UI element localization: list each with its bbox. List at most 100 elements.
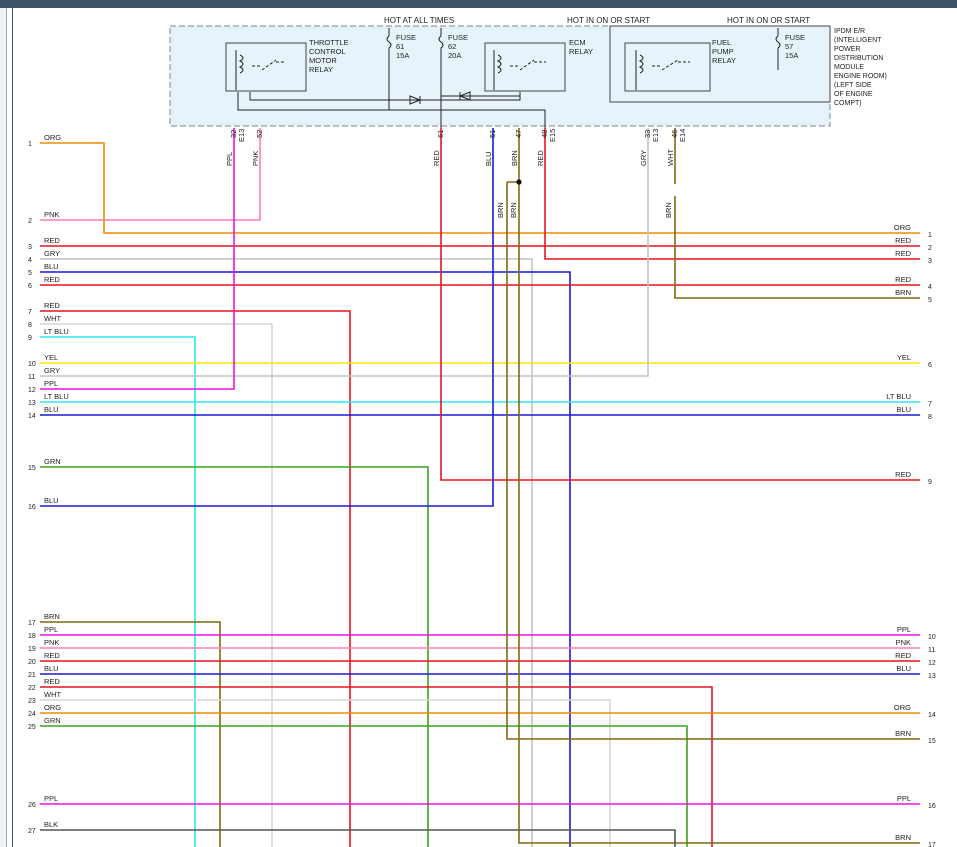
left-wire-color-label: BLU [44,496,59,505]
pin-connector-e14: E14 [678,129,687,142]
throttle-relay-label: THROTTLE [309,38,349,47]
fuel-relay-coil-icon [635,50,644,90]
fuse61-icon [386,28,392,110]
left-wire-number: 24 [28,711,36,718]
left-wire-number: 5 [28,270,32,277]
throttle-relay-label: RELAY [309,65,333,74]
wire-left-9-ltblu [40,336,196,847]
left-wire-color-label: PPL [44,794,58,803]
left-wire-number: 22 [28,685,36,692]
right-wire-number: 2 [928,245,932,252]
wire-left-23-wht [40,699,611,847]
pin-connector-e15: E15 [548,129,557,142]
ipdm-bus-line-lower [389,109,546,128]
left-wire-color-label: RED [44,301,60,310]
throttle-relay-coil-icon [235,50,244,90]
fuel-pump-relay-label: RELAY [712,56,736,65]
pin-number-47: 47 [514,130,523,138]
left-wire-number: 19 [28,646,36,653]
left-panel-edge [0,8,7,847]
splice-dot [516,179,522,185]
left-wire-color-label: BLU [44,664,59,673]
throttle-relay-box [225,42,307,92]
left-wire-color-label: ORG [44,703,61,712]
ipdm-label-line: (LEFT SIDE [834,82,872,89]
right-wire-color-label: PNK [896,638,911,647]
wire-pin48-red [544,128,920,260]
pin-wire-color: PPL [225,152,234,166]
wire-left-16-blu [40,128,494,507]
left-wire-color-label: WHT [44,314,61,323]
hot-in-on-or-start-label-2: HOT IN ON OR START [727,16,811,25]
relay-internals [235,28,781,128]
fuse62-label: FUSE [448,33,468,42]
left-wire-color-label: GRY [44,249,60,258]
right-wire-number: 1 [928,232,932,239]
right-wire-color-label: RED [895,651,911,660]
wire-left-4-gry [40,258,533,847]
left-wire-color-label: GRY [44,366,60,375]
left-wire-color-label: RED [44,236,60,245]
pin-number-51: 51 [488,130,497,138]
right-wire-number: 5 [928,297,932,304]
throttle-relay-switch-icon [252,59,286,71]
throttle-relay-label: CONTROL [309,47,346,56]
fuse61-label: 61 [396,42,404,51]
ipdm-label-line: (INTELLIGENT [834,37,882,44]
right-wire-number: 4 [928,284,932,291]
right-wire-number: 7 [928,401,932,408]
wire-pin46-brn [674,128,920,299]
right-wire-color-label: PPL [897,794,911,803]
right-wire-color-label: BLU [896,664,911,673]
left-wire-number: 1 [28,141,32,148]
left-wire-color-label: YEL [44,353,58,362]
ipdm-label-line: ENGINE ROOM) [834,73,887,80]
left-wire-number: 9 [28,335,32,342]
left-wire-color-label: BLK [44,820,58,829]
left-wire-number: 6 [28,283,32,290]
left-wire-number: 21 [28,672,36,679]
left-wire-color-label: ORG [44,133,61,142]
fuse61-label: 15A [396,51,409,60]
right-wire-number: 8 [928,414,932,421]
right-wire-number: 12 [928,660,936,667]
right-wire-number: 17 [928,842,936,847]
right-wire-number: 6 [928,362,932,369]
left-wire-color-label: GRN [44,716,61,725]
right-wire-color-label: BRN [895,288,911,297]
pin-number-52: 52 [255,130,264,138]
left-wire-number: 8 [28,322,32,329]
pin-number-61: 61 [436,130,445,138]
right-wire-color-label: RED [895,470,911,479]
ecm-relay-switch-icon [510,59,546,71]
right-wire-number: 15 [928,738,936,745]
left-wire-color-label: RED [44,275,60,284]
left-wire-color-label: GRN [44,457,61,466]
right-wire-number: 14 [928,712,936,719]
fuse62-label: 20A [448,51,461,60]
pin-connector-e13: E13 [651,129,660,142]
left-wire-number: 17 [28,620,36,627]
pin-wire-color: RED [536,150,545,166]
left-wire-number: 11 [28,374,35,381]
ipdm-label-line: COMPT) [834,100,862,107]
left-wire-color-label: PPL [44,625,58,634]
right-wire-color-label: YEL [897,353,911,362]
left-wire-number: 26 [28,802,36,809]
left-wire-color-label: BLU [44,405,59,414]
left-wire-number: 18 [28,633,36,640]
left-wire-number: 14 [28,413,36,420]
wire-left-8-wht [40,323,273,847]
pin-number-48: 48 [540,130,549,138]
pin-wire-color: BLU [484,151,493,166]
left-wire-color-label: RED [44,651,60,660]
right-wire-color-label: RED [895,236,911,245]
pin-wire-color: GRY [639,150,648,166]
ecm-relay-coil-icon [493,50,502,90]
left-wire-color-label: BLU [44,262,59,271]
right-wire-number: 3 [928,258,932,265]
vertical-label-brn-c: BRN [664,202,673,218]
ipdm-label-line: MODULE [834,64,864,71]
